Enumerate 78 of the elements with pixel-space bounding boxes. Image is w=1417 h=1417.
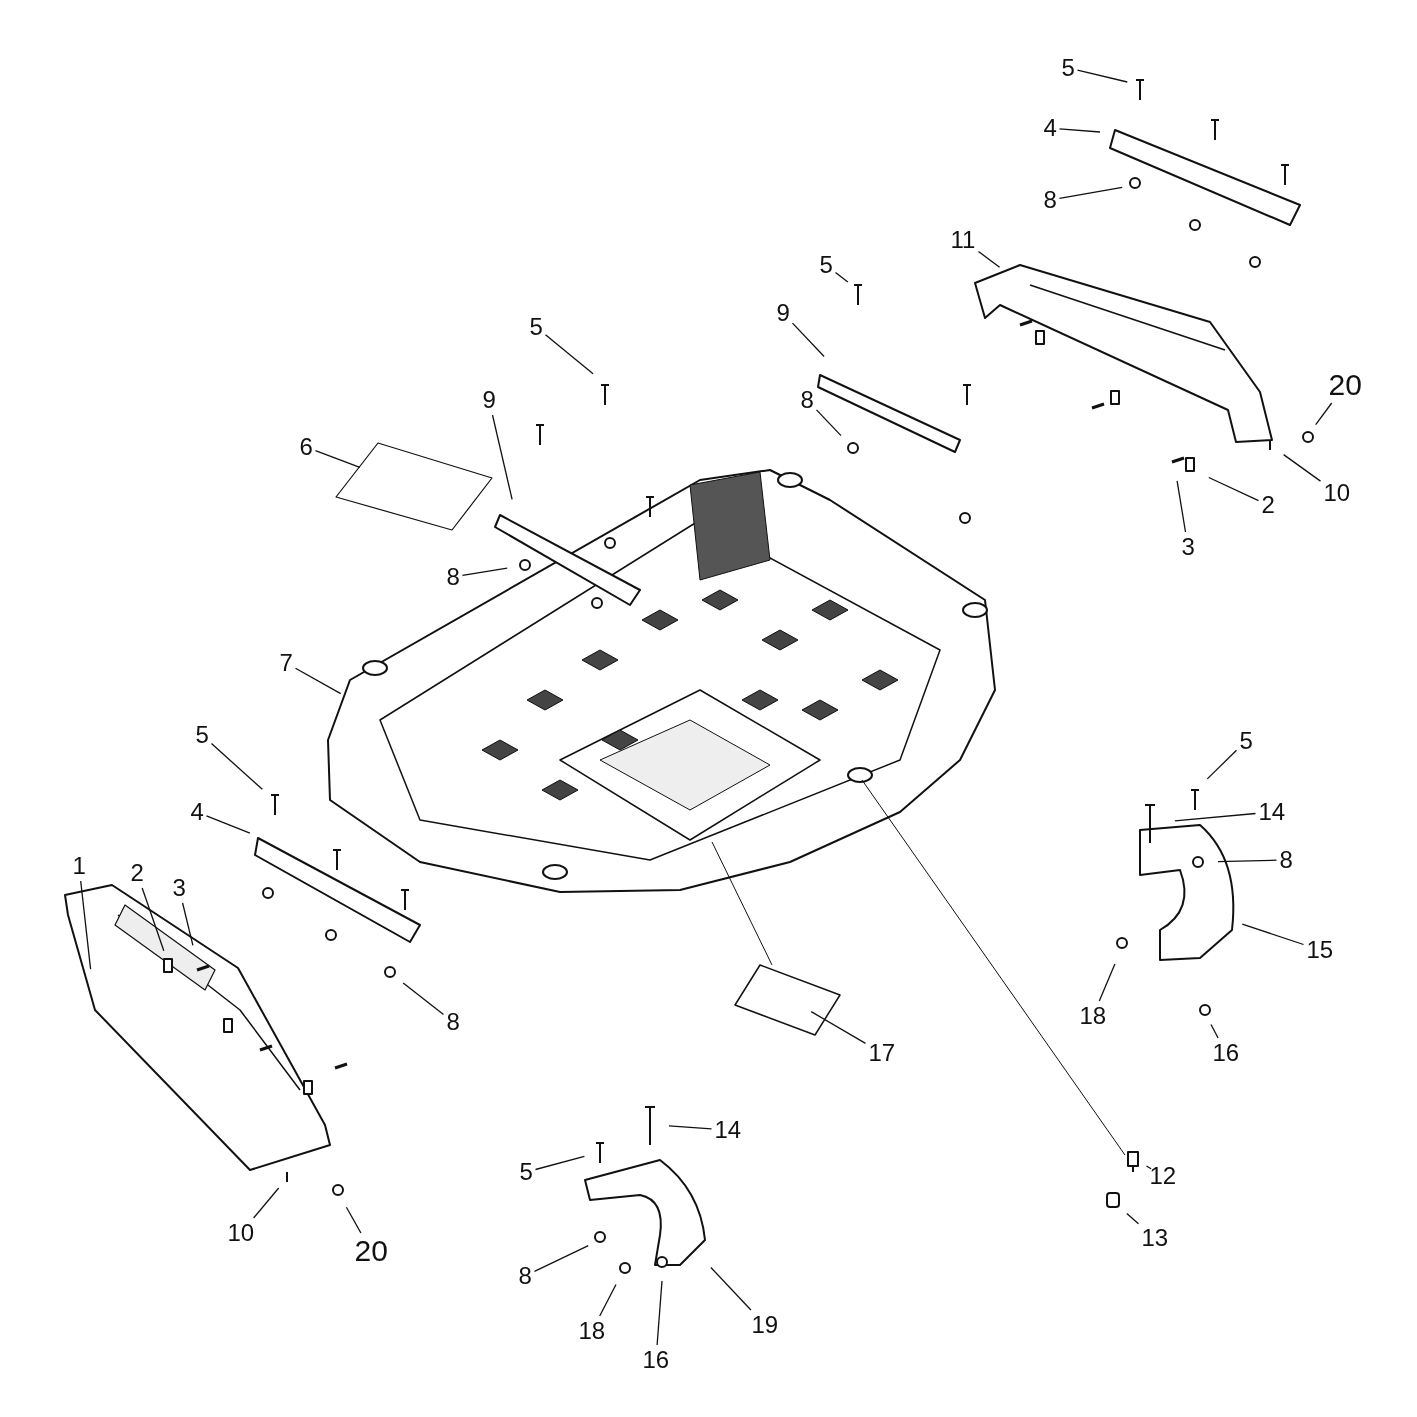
- callout-number: 18: [578, 1318, 606, 1344]
- leader-line: [1315, 402, 1333, 426]
- leader-line: [1217, 859, 1278, 863]
- leader-line: [533, 1244, 589, 1273]
- leader-line: [1210, 1023, 1219, 1039]
- leader-line: [710, 1266, 752, 1311]
- leader-line: [668, 1125, 713, 1130]
- leader-line: [834, 271, 849, 283]
- leader-line: [791, 322, 825, 358]
- leader-line: [491, 414, 513, 500]
- leader-line: [1174, 812, 1257, 822]
- leader-line: [1208, 476, 1260, 502]
- callout-number: 15: [1306, 937, 1334, 963]
- callout-number: 20: [354, 1235, 388, 1267]
- callout-number: 11: [950, 227, 976, 253]
- callout-number: 5: [1239, 728, 1253, 754]
- callout-number: 14: [1258, 799, 1286, 825]
- callout-number: 20: [1328, 369, 1362, 401]
- callout-number: 4: [190, 799, 204, 825]
- leader-line: [181, 902, 194, 947]
- leader-line: [810, 1010, 867, 1045]
- leader-line: [977, 250, 1001, 268]
- callout-number: 5: [819, 252, 833, 278]
- callout-number: 10: [227, 1220, 255, 1246]
- leader-line: [1076, 69, 1128, 83]
- leader-line: [80, 880, 92, 970]
- callout-number: 19: [751, 1312, 779, 1338]
- leader-line: [294, 667, 342, 695]
- callout-number: 14: [714, 1117, 742, 1143]
- leader-line: [1176, 480, 1187, 533]
- leader-line: [210, 742, 263, 790]
- callout-number: 13: [1141, 1225, 1169, 1251]
- callout-number: 4: [1043, 115, 1057, 141]
- callout-number: 17: [868, 1040, 896, 1066]
- leader-line: [345, 1206, 362, 1234]
- leader-line: [402, 982, 445, 1016]
- leader-line: [544, 334, 594, 375]
- leader-line: [1241, 923, 1305, 946]
- callout-number: 2: [1261, 492, 1275, 518]
- leader-line: [1098, 963, 1116, 1002]
- leader-line: [599, 1283, 617, 1317]
- callout-number: 9: [776, 300, 790, 326]
- callout-number: 3: [1181, 534, 1195, 560]
- callout-number: 1: [72, 853, 86, 879]
- callout-number: 9: [482, 387, 496, 413]
- callout-number: 8: [800, 387, 814, 413]
- leader-line: [1145, 1165, 1152, 1170]
- leader-line: [1058, 186, 1123, 199]
- leader-line: [461, 567, 508, 577]
- leader-line: [656, 1280, 663, 1346]
- callout-number: 8: [1043, 187, 1057, 213]
- leader-line: [815, 409, 842, 437]
- leader-line: [314, 449, 361, 469]
- callout-number: 8: [446, 1009, 460, 1035]
- callout-number: 5: [195, 722, 209, 748]
- callout-number: 8: [1279, 847, 1293, 873]
- leader-line: [534, 1155, 586, 1171]
- callout-number: 10: [1323, 480, 1351, 506]
- callout-number: 12: [1149, 1163, 1177, 1189]
- leader-line: [1126, 1212, 1140, 1225]
- leader-line: [1058, 128, 1101, 133]
- callout-number: 16: [642, 1347, 670, 1373]
- leader-line: [141, 887, 165, 952]
- callout-number: 8: [518, 1263, 532, 1289]
- callout-number: 2: [130, 860, 144, 886]
- callout-number: 8: [446, 564, 460, 590]
- callout-number: 5: [1061, 55, 1075, 81]
- callout-number: 5: [519, 1159, 533, 1185]
- callout-number: 7: [279, 650, 293, 676]
- leader-line: [252, 1187, 280, 1219]
- callout-number: 3: [172, 875, 186, 901]
- callout-number: 16: [1212, 1040, 1240, 1066]
- leader-line: [205, 815, 251, 834]
- callout-number: 6: [299, 434, 313, 460]
- callout-number: 5: [529, 314, 543, 340]
- leader-line: [1206, 749, 1238, 780]
- callout-number: 18: [1079, 1003, 1107, 1029]
- leader-line: [1282, 453, 1322, 482]
